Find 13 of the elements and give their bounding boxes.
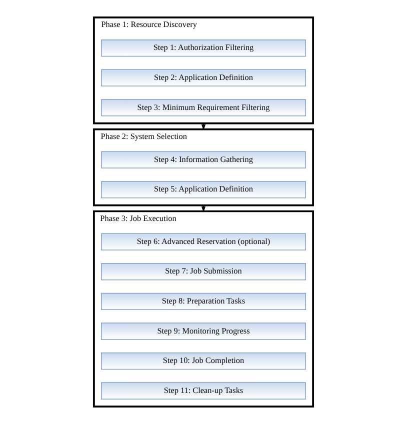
node-box: Step 10: Job Completion <box>100 352 306 370</box>
node-box: Step 5: Application Definition <box>100 181 306 198</box>
node-box: Step 2: Application Definition <box>100 69 306 86</box>
node-box: Step 11: Clean-up Tasks <box>100 382 306 400</box>
arrow <box>200 204 206 212</box>
node-box: Step 7: Job Submission <box>100 263 306 280</box>
node-box: Step 3: Minimum Requirement Filtering <box>100 99 306 116</box>
node-box: Step 1: Authorization Filtering <box>100 39 306 57</box>
node-box: Step 4: Information Gathering <box>100 151 306 168</box>
arrow <box>200 122 206 130</box>
node-box: Step 8: Preparation Tasks <box>100 292 306 310</box>
node-box: Step 6: Advanced Reservation (optional) <box>100 233 306 250</box>
node-box: Step 9: Monitoring Progress <box>100 322 306 340</box>
